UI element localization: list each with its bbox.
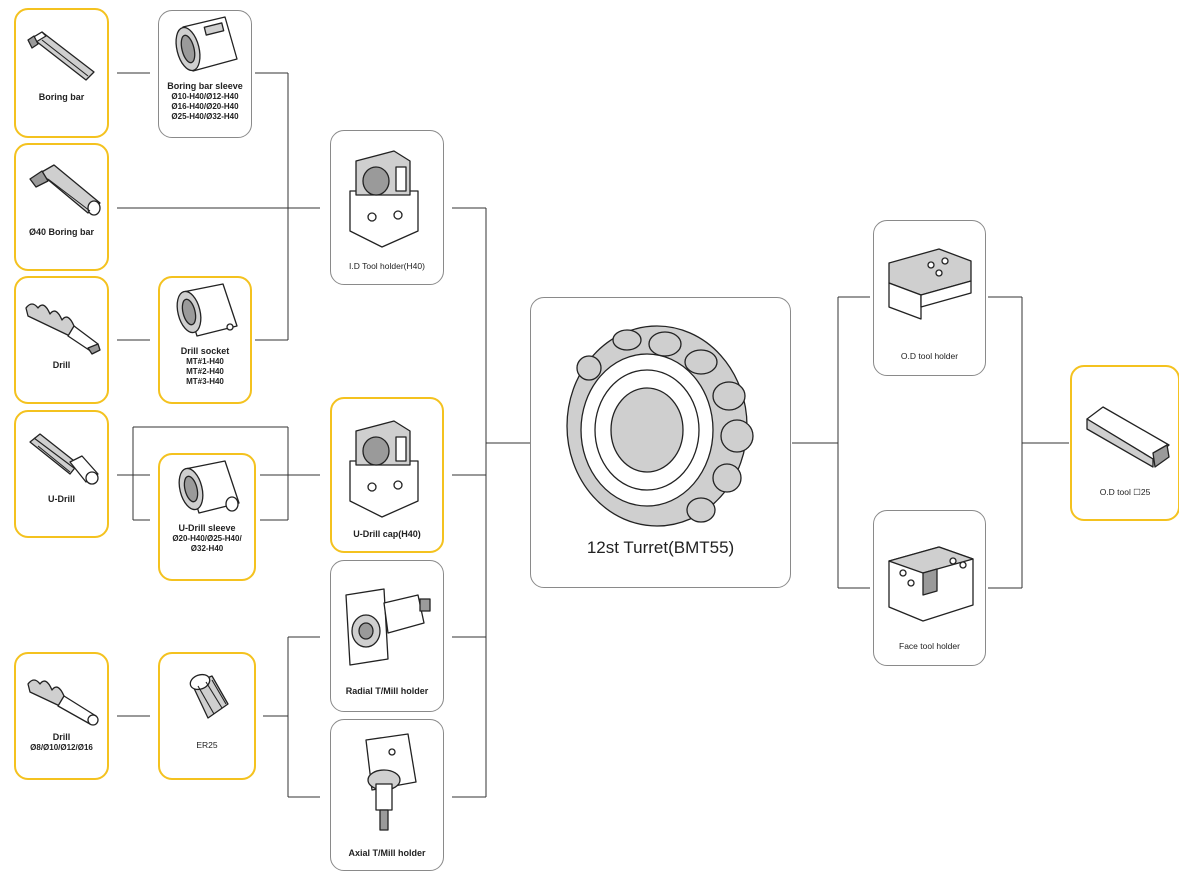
face-tool-holder-icon bbox=[887, 546, 974, 622]
boring-bar-40-label: Ø40 Boring bar bbox=[28, 227, 94, 237]
u-drill-label: U-Drill bbox=[48, 494, 75, 504]
face-tool-holder-label: Face tool holder bbox=[899, 641, 960, 651]
er25-label: ER25 bbox=[196, 740, 218, 750]
boring-bar-40-card[interactable]: Ø40 Boring bar bbox=[14, 143, 109, 271]
turret-card[interactable]: 12st Turret(BMT55) bbox=[530, 297, 791, 588]
axial-mill-holder-card[interactable]: Axial T/Mill holder bbox=[330, 719, 444, 871]
u-drill-sleeve-label: U-Drill sleeve bbox=[178, 523, 236, 533]
od-tool-holder-label: O.D tool holder bbox=[900, 351, 959, 361]
boring-bar-sleeve-card[interactable]: Boring bar sleeve Ø10-H40/Ø12-H40 Ø16-H4… bbox=[158, 10, 252, 138]
face-tool-holder-card[interactable]: Face tool holder bbox=[873, 510, 986, 666]
drill-small-card[interactable]: Drill Ø8/Ø10/Ø12/Ø16 bbox=[14, 652, 109, 780]
drill-socket-label: Drill socket bbox=[180, 346, 230, 356]
od-tool-holder-card[interactable]: O.D tool holder bbox=[873, 220, 986, 376]
drill-card[interactable]: Drill bbox=[14, 276, 109, 404]
id-tool-holder-label: I.D Tool holder(H40) bbox=[349, 261, 425, 271]
od-tool-holder-icon bbox=[887, 248, 972, 320]
u-drill-cap-label: U-Drill cap(H40) bbox=[353, 529, 421, 539]
radial-mill-holder-icon bbox=[345, 588, 431, 666]
u-drill-sleeve-icon bbox=[178, 460, 240, 514]
u-drill-sleeve-card[interactable]: U-Drill sleeve Ø20-H40/Ø25-H40/ Ø32-H40 bbox=[158, 453, 256, 581]
boring-bar-label: Boring bar bbox=[38, 92, 85, 102]
u-drill-icon bbox=[28, 433, 99, 485]
u-drill-sleeve-spec-2: Ø32-H40 bbox=[190, 544, 224, 553]
drill-socket-spec-2: MT#2-H40 bbox=[186, 367, 224, 376]
radial-mill-holder-card[interactable]: Radial T/Mill holder bbox=[330, 560, 444, 712]
od-tool-label: O.D tool ☐25 bbox=[1099, 487, 1151, 497]
turret-label: 12st Turret(BMT55) bbox=[586, 538, 735, 557]
drill-small-spec-1: Ø8/Ø10/Ø12/Ø16 bbox=[30, 743, 93, 752]
drill-small-label: Drill bbox=[52, 732, 71, 742]
boring-bar-sleeve-spec-2: Ø16-H40/Ø20-H40 bbox=[171, 102, 239, 111]
drill-label: Drill bbox=[52, 360, 71, 370]
er25-collet-icon bbox=[189, 673, 229, 719]
axial-mill-holder-icon bbox=[365, 733, 417, 831]
drill-socket-spec-1: MT#1-H40 bbox=[186, 357, 224, 366]
er25-card[interactable]: ER25 bbox=[158, 652, 256, 780]
id-tool-holder-icon bbox=[349, 150, 419, 248]
boring-bar-sleeve-icon bbox=[175, 16, 238, 72]
drill-icon bbox=[24, 303, 101, 355]
u-drill-sleeve-spec-1: Ø20-H40/Ø25-H40/ bbox=[172, 534, 242, 543]
turret-icon bbox=[565, 325, 754, 527]
boring-bar-icon bbox=[26, 31, 95, 81]
od-tool-card[interactable]: O.D tool ☐25 bbox=[1070, 365, 1179, 521]
drill-small-icon bbox=[26, 679, 99, 726]
boring-bar-sleeve-label: Boring bar sleeve bbox=[167, 81, 243, 91]
boring-bar-sleeve-spec-3: Ø25-H40/Ø32-H40 bbox=[171, 112, 239, 121]
boring-bar-40-icon bbox=[28, 164, 101, 216]
u-drill-cap-card[interactable]: U-Drill cap(H40) bbox=[330, 397, 444, 553]
radial-mill-holder-label: Radial T/Mill holder bbox=[345, 686, 429, 696]
id-tool-holder-card[interactable]: I.D Tool holder(H40) bbox=[330, 130, 444, 285]
boring-bar-sleeve-spec-1: Ø10-H40/Ø12-H40 bbox=[171, 92, 239, 101]
drill-socket-card[interactable]: Drill socket MT#1-H40 MT#2-H40 MT#3-H40 bbox=[158, 276, 252, 404]
axial-mill-holder-label: Axial T/Mill holder bbox=[348, 848, 426, 858]
u-drill-card[interactable]: U-Drill bbox=[14, 410, 109, 538]
drill-socket-spec-3: MT#3-H40 bbox=[186, 377, 224, 386]
od-tool-icon bbox=[1086, 406, 1170, 468]
u-drill-cap-icon bbox=[349, 420, 419, 518]
boring-bar-card[interactable]: Boring bar bbox=[14, 8, 109, 138]
drill-socket-icon bbox=[176, 283, 238, 337]
